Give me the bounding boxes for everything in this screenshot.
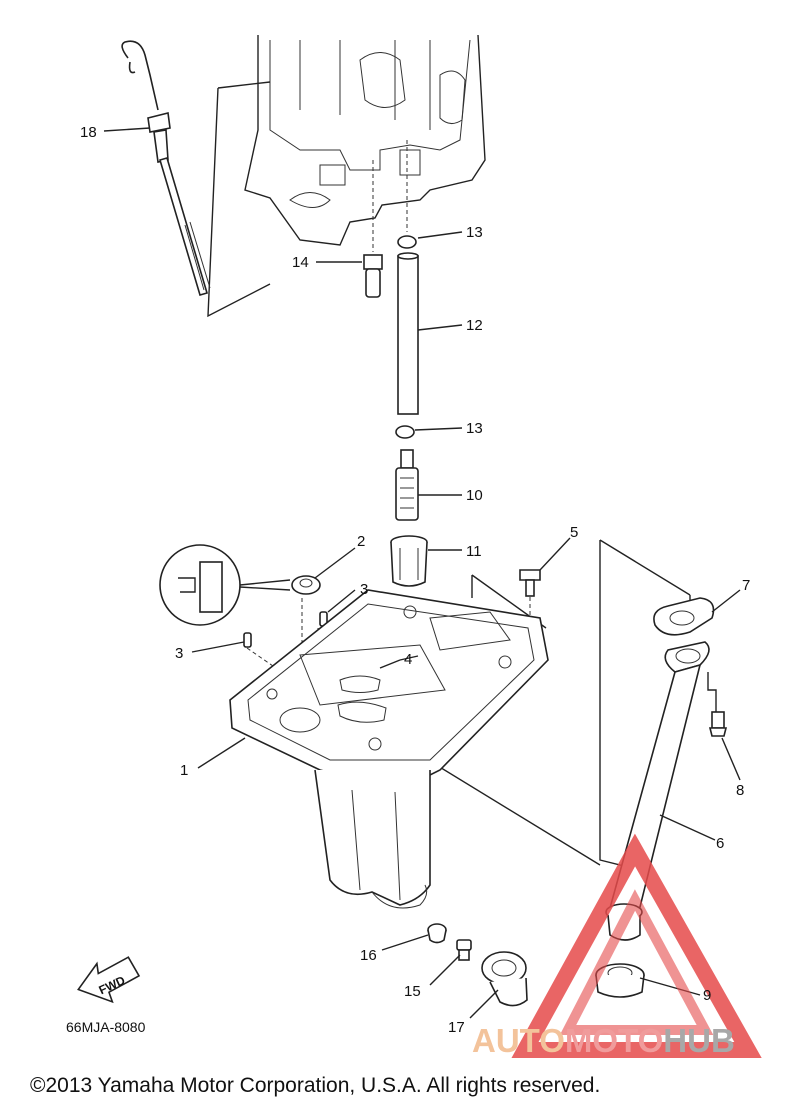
dowel-pin-left — [243, 632, 252, 648]
oil-pipe — [397, 252, 419, 415]
label-14: 14 — [292, 254, 309, 271]
label-6: 6 — [716, 835, 724, 852]
watermark-auto: AUTO — [472, 1022, 565, 1059]
rubber-seal-17 — [481, 951, 528, 1007]
label-4: 4 — [404, 651, 412, 668]
label-3-right: 3 — [360, 581, 368, 598]
label-15: 15 — [404, 983, 421, 1000]
watermark-logo: AUTOMOTOHUB — [472, 833, 762, 1059]
watermark-hub: HUB — [663, 1022, 735, 1059]
label-1: 1 — [180, 762, 188, 779]
copyright-notice: ©2013 Yamaha Motor Corporation, U.S.A. A… — [30, 1074, 600, 1097]
oil-strainer — [395, 449, 419, 521]
label-17: 17 — [448, 1019, 465, 1036]
strainer-housing — [390, 535, 428, 587]
label-8: 8 — [736, 782, 744, 799]
label-13-upper: 13 — [466, 224, 483, 241]
bolt-5 — [519, 569, 541, 597]
watermark-triangle-icon — [511, 833, 762, 1058]
fwd-arrow-icon: FWD — [77, 956, 141, 1004]
dipstick — [121, 40, 211, 296]
svg-text:AUTOMOTOHUB: AUTOMOTOHUB — [472, 1022, 735, 1059]
label-11: 11 — [466, 543, 482, 560]
label-9: 9 — [703, 987, 711, 1004]
label-2: 2 — [357, 533, 365, 550]
union-fitting — [363, 254, 383, 298]
bolt-8 — [708, 711, 728, 737]
leader-lines — [103, 127, 741, 1019]
seal-13-upper — [397, 235, 417, 249]
label-10: 10 — [466, 487, 483, 504]
drain-screw-15 — [456, 939, 472, 961]
upper-casing — [229, 589, 549, 909]
detail-inset — [159, 544, 321, 626]
label-7: 7 — [742, 577, 750, 594]
seal-13-lower — [395, 425, 415, 439]
label-12: 12 — [466, 317, 483, 334]
label-13-lower: 13 — [466, 420, 483, 437]
watermark-moto: MOTO — [565, 1022, 663, 1059]
part-labels: 1 2 3 3 4 5 6 7 8 9 10 11 12 13 13 14 15… — [80, 124, 750, 1036]
plug-16 — [427, 923, 447, 944]
engine-block-outline — [244, 34, 486, 246]
label-18: 18 — [80, 124, 97, 141]
label-16: 16 — [360, 947, 377, 964]
label-3-left: 3 — [175, 645, 183, 662]
gasket-7 — [653, 597, 715, 636]
diagram-code: 66MJA-8080 — [66, 1019, 146, 1035]
label-5: 5 — [570, 524, 578, 541]
